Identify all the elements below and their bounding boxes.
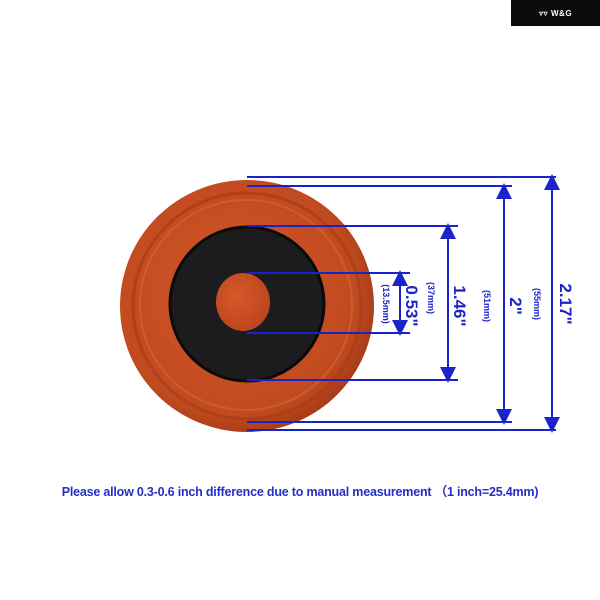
dimension-arrows	[392, 174, 560, 433]
dim-label-disc: 1.46"	[450, 285, 469, 326]
dim-label-disc-mm: (37mm)	[426, 282, 436, 314]
dim-label-center: 0.53"	[402, 285, 421, 326]
dim-center-inch: 0.53"	[402, 285, 421, 326]
brand-mark-icon: ▿▿	[538, 8, 548, 18]
measurement-note: Please allow 0.3-0.6 inch difference due…	[61, 485, 539, 499]
gasket-ridge-highlight	[139, 199, 353, 411]
dim-disc-inch: 1.46"	[450, 285, 469, 326]
dim-label-outer: 2.17"	[556, 283, 575, 324]
gasket-center-button	[216, 273, 270, 331]
dim-ring-inch: 2"	[506, 297, 525, 315]
dim-label-outer-mm: (55mm)	[532, 288, 542, 320]
dim-label-center-mm: (13.5mm)	[381, 284, 391, 324]
dim-label-ring-mm: (51mm)	[482, 290, 492, 322]
dim-disc-mm: (37mm)	[426, 282, 436, 314]
brand-logo-badge: ▿▿ W&G	[511, 0, 600, 26]
brand-name: W&G	[550, 8, 573, 18]
dim-ring-mm: (51mm)	[482, 290, 492, 322]
dim-outer-inch: 2.17"	[556, 283, 575, 324]
extension-lines	[247, 176, 556, 431]
dim-outer-mm: (55mm)	[532, 288, 542, 320]
dim-center-mm: (13.5mm)	[381, 284, 391, 324]
dim-label-ring: 2"	[506, 297, 525, 315]
gasket-ridge	[131, 191, 363, 421]
rubber-gasket	[120, 180, 374, 432]
